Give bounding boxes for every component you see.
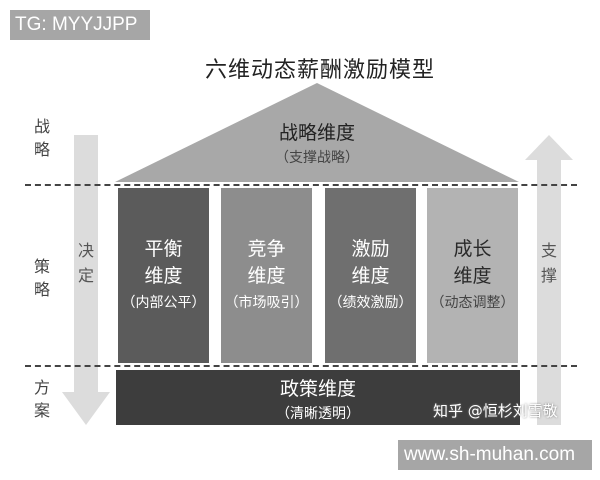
- level-char: 案: [33, 401, 50, 420]
- pillar-title: 成长: [453, 238, 492, 260]
- roof-title: 战略维度: [278, 122, 355, 144]
- base-subtitle: （清晰透明）: [276, 406, 360, 422]
- top-watermark-badge: TG: MYYJJPP: [10, 10, 150, 40]
- level-char: 方: [33, 378, 50, 397]
- base-title: 政策维度: [279, 378, 356, 400]
- level-char: 战: [33, 117, 50, 136]
- pillar-title: 激励: [351, 238, 390, 260]
- support-up-arrow-icon: [525, 135, 573, 425]
- pillar-title: 维度: [144, 265, 183, 287]
- pillar-title: 维度: [453, 265, 492, 287]
- pillar-title: 竞争: [247, 238, 286, 260]
- pillar-title: 维度: [351, 265, 390, 287]
- arrow-char: 支: [540, 241, 557, 260]
- pillar-subtitle: （绩效激励）: [328, 295, 413, 311]
- base-text: 政策维度 （清晰透明）: [116, 374, 520, 423]
- pillar-subtitle: （市场吸引）: [224, 295, 309, 311]
- roof-subtitle: （支撑战略）: [275, 150, 359, 166]
- pillar-competition: 竞争维度 （市场吸引）: [221, 188, 312, 363]
- level-plan: 方 案: [22, 376, 62, 422]
- pillar-subtitle: （动态调整）: [430, 295, 515, 311]
- support-label: 支 撑: [534, 238, 564, 288]
- decide-label: 决 定: [71, 238, 101, 288]
- decide-down-arrow-icon: [62, 135, 110, 425]
- pillar-title: 平衡: [144, 238, 183, 260]
- level-char: 略: [33, 140, 50, 159]
- page-title: 六维动态薪酬激励模型: [204, 58, 435, 83]
- level-char: 略: [33, 280, 50, 299]
- level-strategy: 战 略: [22, 115, 62, 161]
- divider-tactics: [25, 365, 577, 367]
- pillar-balance: 平衡维度 （内部公平）: [118, 188, 209, 363]
- level-char: 策: [33, 257, 50, 276]
- base-bar: [116, 370, 520, 425]
- zhihu-watermark: 知乎 @恒杉刘雪敬: [433, 402, 558, 420]
- pillar-subtitle: （内部公平）: [121, 295, 206, 311]
- roof-triangle: [115, 83, 519, 182]
- pillar-growth: 成长维度 （动态调整）: [427, 188, 518, 363]
- pillar-incentive: 激励维度 （绩效激励）: [325, 188, 416, 363]
- arrow-char: 定: [77, 266, 94, 285]
- roof-text: 战略维度 （支撑战略）: [117, 118, 517, 167]
- level-tactics: 策 略: [22, 255, 62, 301]
- arrow-char: 决: [77, 241, 94, 260]
- arrow-char: 撑: [540, 266, 557, 285]
- divider-strategy: [25, 184, 577, 186]
- pillar-title: 维度: [247, 265, 286, 287]
- bottom-watermark-badge: www.sh-muhan.com: [398, 440, 592, 470]
